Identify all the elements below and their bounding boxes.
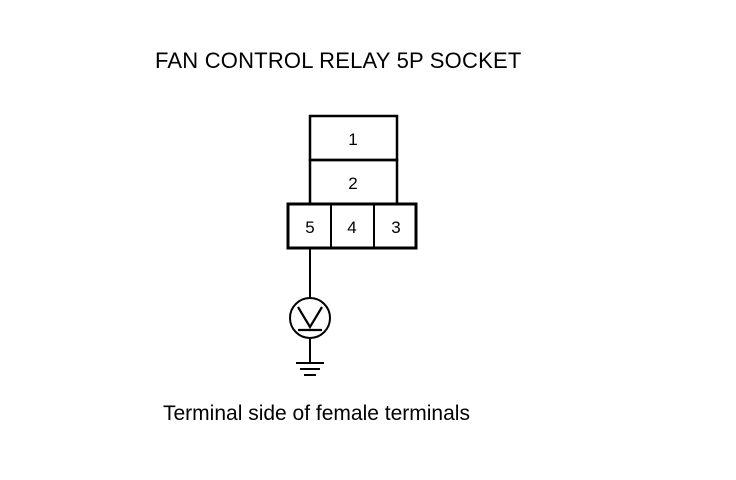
terminal-2-label: 2 bbox=[348, 174, 357, 193]
voltmeter-icon bbox=[289, 297, 331, 339]
diagram-caption: Terminal side of female terminals bbox=[163, 402, 470, 425]
terminal-5-label: 5 bbox=[305, 218, 314, 237]
connector-lower-block: 5 4 3 bbox=[286, 202, 418, 250]
diagram-title: FAN CONTROL RELAY 5P SOCKET bbox=[155, 48, 522, 73]
terminal-1-label: 1 bbox=[348, 130, 357, 149]
ground-icon bbox=[296, 362, 324, 376]
terminal-4-label: 4 bbox=[347, 218, 356, 237]
terminal-3-label: 3 bbox=[391, 218, 400, 237]
connector-upper-block: 1 2 bbox=[308, 114, 399, 206]
connector-lower-frame bbox=[286, 202, 418, 250]
